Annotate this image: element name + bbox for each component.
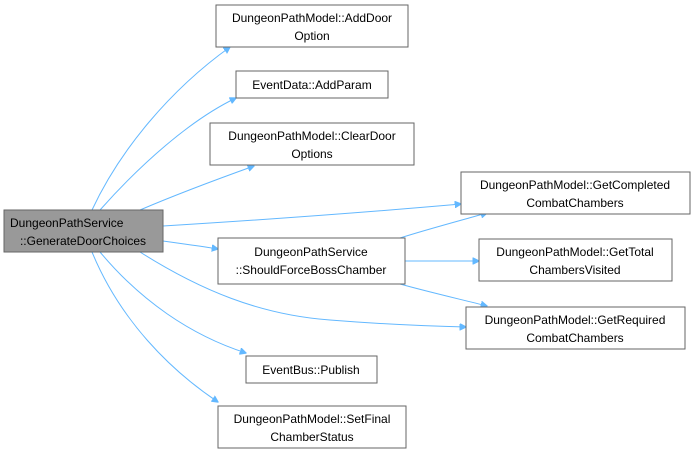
edge-generate-to-get-required bbox=[139, 251, 466, 327]
edge-generate-to-clear-door-options bbox=[139, 166, 254, 211]
node-label-line1: DungeonPathService bbox=[10, 216, 124, 230]
node-label-line1: DungeonPathModel::ClearDoor bbox=[228, 129, 395, 143]
edge-should-force-to-get-required bbox=[399, 283, 487, 306]
edge-generate-to-get-completed bbox=[162, 204, 461, 227]
node-add-door-option[interactable]: DungeonPathModel::AddDoor Option bbox=[215, 4, 409, 48]
node-label-line2: Options bbox=[291, 147, 332, 161]
node-label: EventBus::Publish bbox=[262, 363, 359, 377]
node-label-line2: ChambersVisited bbox=[529, 263, 620, 277]
node-label-line2: ::ShouldForceBossChamber bbox=[236, 263, 387, 277]
node-label-line1: DungeonPathModel::GetCompleted bbox=[480, 178, 670, 192]
node-label-line1: DungeonPathService bbox=[254, 245, 368, 259]
edges bbox=[91, 47, 487, 402]
node-label-line2: ::GenerateDoorChoices bbox=[20, 234, 146, 248]
node-should-force-boss-chamber[interactable]: DungeonPathService ::ShouldForceBossCham… bbox=[217, 237, 406, 285]
node-label-line1: DungeonPathModel::SetFinal bbox=[234, 412, 391, 426]
node-set-final-chamber-status[interactable]: DungeonPathModel::SetFinal ChamberStatus bbox=[217, 405, 407, 449]
node-label-line1: DungeonPathModel::GetRequired bbox=[485, 313, 666, 327]
node-label: EventData::AddParam bbox=[252, 78, 371, 92]
node-label-line2: CombatChambers bbox=[526, 196, 623, 210]
edge-generate-to-should-force-boss bbox=[162, 240, 218, 249]
node-label-line1: DungeonPathModel::GetTotal bbox=[496, 245, 653, 259]
node-label-line2: CombatChambers bbox=[526, 331, 623, 345]
node-label-line2: ChamberStatus bbox=[270, 430, 353, 444]
edge-generate-to-set-final-chamber bbox=[91, 251, 218, 402]
node-generate-door-choices[interactable]: DungeonPathService ::GenerateDoorChoices bbox=[3, 209, 164, 253]
edge-should-force-to-get-completed bbox=[399, 213, 487, 239]
node-get-completed-combat-chambers[interactable]: DungeonPathModel::GetCompleted CombatCha… bbox=[460, 171, 691, 215]
node-get-total-chambers-visited[interactable]: DungeonPathModel::GetTotal ChambersVisit… bbox=[478, 238, 673, 282]
edge-generate-to-add-door-option bbox=[91, 47, 230, 211]
node-label-line1: DungeonPathModel::AddDoor bbox=[232, 11, 392, 25]
node-label-line2: Option bbox=[294, 29, 329, 43]
node-add-param[interactable]: EventData::AddParam bbox=[235, 70, 389, 99]
node-publish[interactable]: EventBus::Publish bbox=[245, 355, 378, 384]
edge-generate-to-publish bbox=[99, 251, 246, 353]
node-clear-door-options[interactable]: DungeonPathModel::ClearDoor Options bbox=[209, 122, 415, 166]
edge-generate-to-add-param bbox=[99, 98, 236, 211]
node-get-required-combat-chambers[interactable]: DungeonPathModel::GetRequired CombatCham… bbox=[465, 306, 686, 350]
